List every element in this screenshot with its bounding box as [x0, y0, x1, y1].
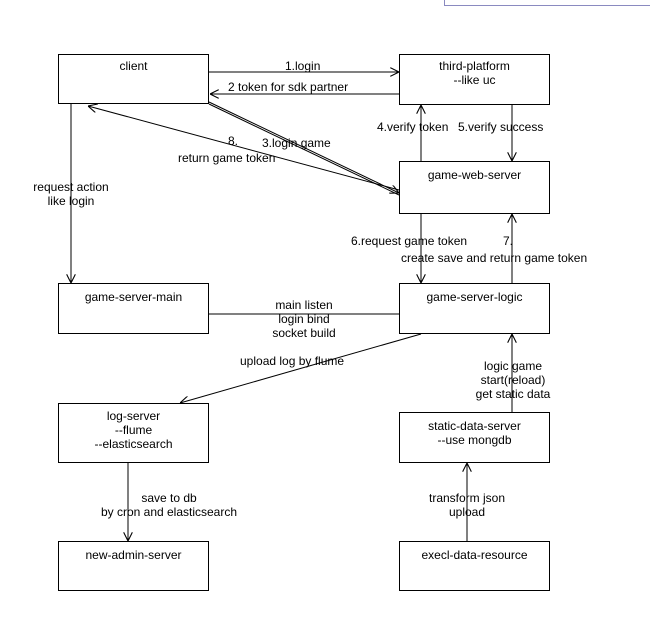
- label-token-partner: 2 token for sdk partner: [228, 80, 349, 94]
- node-log-server-sub2: --elasticsearch: [94, 437, 173, 451]
- node-log-server-label: log-server: [106, 409, 161, 423]
- label-login: 1.login: [285, 59, 321, 73]
- edge-login-game: [208, 101, 399, 193]
- label-request-action: request action like login: [18, 180, 124, 208]
- edge-login-game-2: [208, 103, 400, 196]
- node-client: client: [58, 54, 209, 104]
- node-log-server: log-server --flume --elasticsearch: [58, 403, 209, 463]
- node-client-label: client: [119, 59, 148, 73]
- label-step8-num: 8.: [228, 134, 239, 148]
- node-game-server-logic: game-server-logic: [399, 283, 550, 334]
- label-upload-log: upload log by flume: [240, 354, 345, 368]
- node-log-server-sub1: --flume: [114, 423, 153, 437]
- node-game-web-server-label: game-web-server: [427, 168, 522, 182]
- label-logic-game-line1: logic game: [483, 359, 543, 373]
- label-main-listen-line3: socket build: [272, 326, 336, 340]
- edge-return-game-token: [88, 106, 400, 191]
- label-main-listen: main listen login bind socket build: [256, 298, 352, 340]
- label-transform-json-line2: upload: [448, 505, 486, 519]
- node-new-admin-server-label: new-admin-server: [85, 548, 182, 562]
- node-third-platform: third-platform --like uc: [399, 54, 550, 105]
- label-save-db-line1: save to db: [141, 491, 197, 505]
- label-transform-json: transform json upload: [412, 491, 522, 519]
- label-logic-game: logic game start(reload) get static data: [458, 359, 568, 401]
- node-static-data-server-sub: --use mongdb: [437, 433, 512, 447]
- label-verify-success: 5.verify success: [458, 120, 544, 134]
- edge-upload-log: [180, 333, 422, 403]
- label-main-listen-line1: main listen: [275, 298, 333, 312]
- node-new-admin-server: new-admin-server: [58, 541, 209, 591]
- label-request-game-token: 6.request game token: [351, 234, 468, 248]
- label-logic-game-line3: get static data: [475, 387, 551, 401]
- label-step7-num: 7.: [503, 234, 514, 248]
- node-game-web-server: game-web-server: [399, 161, 550, 214]
- node-third-platform-label: third-platform: [439, 59, 510, 73]
- label-main-listen-line2: login bind: [278, 312, 330, 326]
- label-save-db-line2: by cron and elasticsearch: [100, 505, 238, 519]
- label-create-save: create save and return game token: [401, 251, 588, 265]
- node-execl-data-resource-label: execl-data-resource: [421, 548, 528, 562]
- label-logic-game-line2: start(reload): [480, 373, 546, 387]
- label-request-action-line1: request action: [33, 180, 109, 194]
- node-execl-data-resource: execl-data-resource: [399, 541, 550, 591]
- canvas-frame-corner: [444, 0, 650, 6]
- node-static-data-server: static-data-server --use mongdb: [399, 412, 550, 463]
- label-login-game: 3.login game: [262, 136, 331, 150]
- label-return-game-token: return game token: [178, 151, 276, 165]
- node-static-data-server-label: static-data-server: [428, 419, 521, 433]
- label-verify-token: 4.verify token: [377, 120, 449, 134]
- node-game-server-logic-label: game-server-logic: [426, 290, 523, 304]
- label-save-db: save to db by cron and elasticsearch: [58, 491, 280, 519]
- node-game-server-main-label: game-server-main: [84, 290, 183, 304]
- label-request-action-line2: like login: [47, 194, 95, 208]
- label-transform-json-line1: transform json: [428, 491, 506, 505]
- node-third-platform-sub: --like uc: [453, 73, 496, 87]
- node-game-server-main: game-server-main: [58, 283, 209, 334]
